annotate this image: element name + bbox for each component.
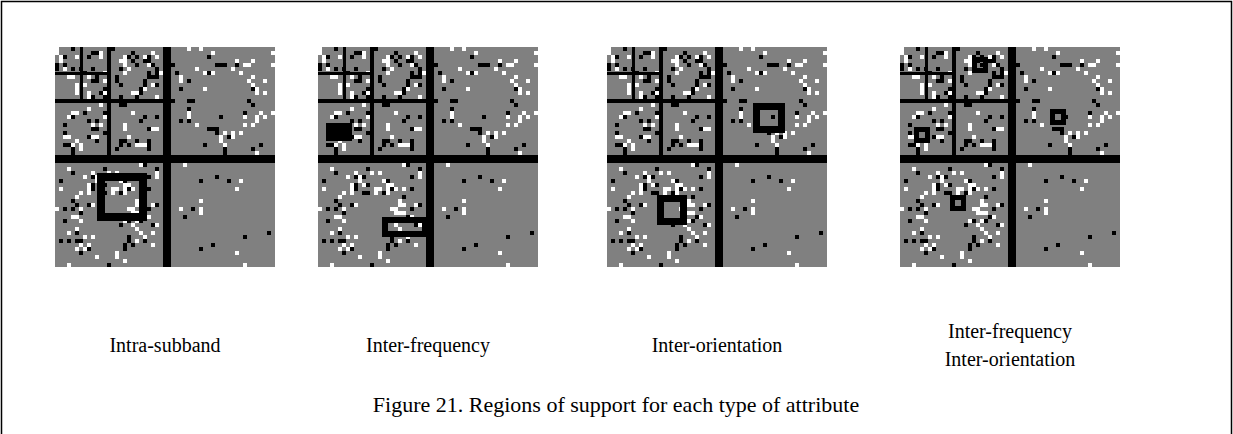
subband-divider [55,99,163,103]
wavelet-image [55,47,275,267]
subband-divider [318,99,426,103]
label-box: Intra-subband [55,314,275,376]
subband-divider [55,155,275,163]
subband-divider [318,155,538,163]
subband-divider [607,72,659,75]
coefficient-pixels [318,47,538,267]
subband-divider [607,155,827,163]
support-region [1053,112,1064,123]
subband-divider [900,99,1008,103]
subband-divider [318,72,370,75]
support-region [326,123,352,141]
image-label: Inter-frequency Inter-orientation [930,317,1090,373]
coefficient-pixels [607,47,827,267]
coefficient-pixels [55,47,275,267]
support-region [917,130,928,141]
subband-ground [607,47,827,267]
support-region [101,177,143,217]
image-label: Intra-subband [85,331,245,359]
subband-divider [607,99,715,103]
image-label: Inter-frequency [348,331,508,359]
support-region [757,107,782,130]
support-region [975,60,986,71]
subband-divider [900,155,1120,163]
support-region [661,199,684,222]
wavelet-image [900,47,1120,267]
label-box: Inter-orientation [607,314,827,376]
image-label: Inter-orientation [637,331,797,359]
label-box: Inter-frequency Inter-orientation [900,314,1120,376]
wavelet-image [318,47,538,267]
subband-ground [55,47,275,267]
subband-divider [900,72,952,75]
figure-caption: Figure 21. Regions of support for each t… [373,392,859,418]
subband-ground [318,47,538,267]
wavelet-image [607,47,827,267]
subband-ground [900,47,1120,267]
support-region [385,220,425,234]
coefficient-pixels [900,47,1120,267]
wavelet-images [55,47,1120,267]
label-box: Inter-frequency [318,314,538,376]
support-region [953,198,964,209]
subband-divider [55,72,107,75]
